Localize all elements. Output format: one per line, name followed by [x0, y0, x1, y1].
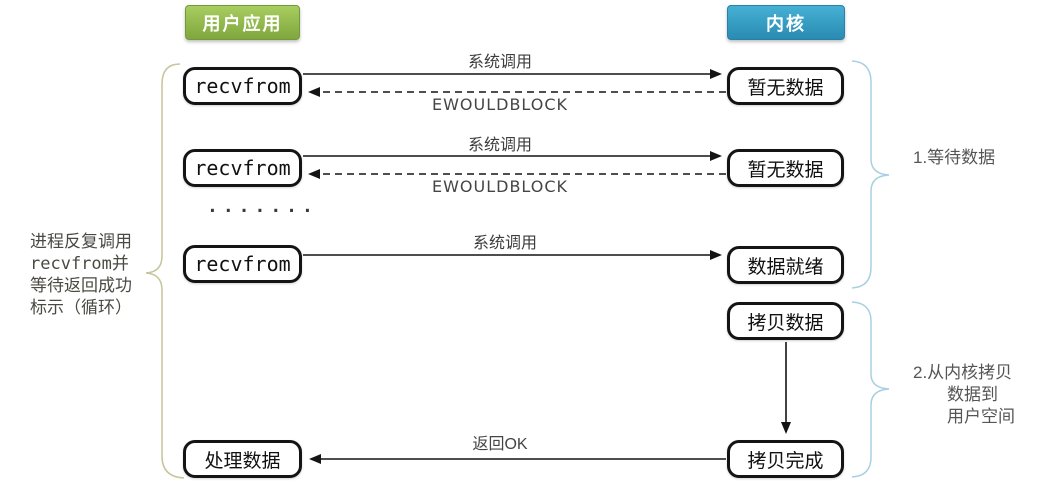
left-note: 进程反复调用 recvfrom并 等待返回成功 标示（循环） — [30, 231, 170, 319]
left-note-line3: 等待返回成功 — [30, 276, 132, 295]
node-recvfrom-1-label: recvfrom — [194, 74, 291, 98]
label-ewouldblock-2: EWOULDBLOCK — [431, 177, 569, 196]
node-recvfrom-1: recvfrom — [183, 67, 302, 105]
left-note-line1: 进程反复调用 — [30, 232, 132, 251]
node-no-data-1-label: 暂无数据 — [747, 77, 824, 99]
label-syscall-2: 系统调用 — [467, 137, 532, 154]
annotation-step2-line2: 数据到 — [947, 385, 998, 404]
node-no-data-2-label: 暂无数据 — [747, 159, 824, 181]
header-kernel-label: 内核 — [766, 13, 806, 34]
header-user-app: 用户应用 — [185, 5, 300, 40]
node-copy-data-label: 拷贝数据 — [747, 312, 824, 334]
node-process-data-label: 处理数据 — [204, 450, 281, 472]
label-syscall-1: 系统调用 — [467, 54, 532, 71]
node-data-ready: 数据就绪 — [727, 246, 844, 284]
label-return-ok: 返回OK — [472, 436, 528, 453]
left-note-line2-code: recvfrom — [30, 254, 112, 274]
left-note-line2: recvfrom并 — [30, 253, 170, 275]
right-brace-2 — [851, 301, 890, 478]
header-user-app-label: 用户应用 — [202, 13, 283, 34]
right-brace-1 — [851, 60, 890, 289]
node-no-data-2: 暂无数据 — [727, 149, 844, 187]
node-copy-done-label: 拷贝完成 — [747, 450, 824, 472]
node-copy-data: 拷贝数据 — [727, 302, 844, 340]
node-recvfrom-3-label: recvfrom — [194, 252, 291, 276]
left-note-line2-rest: 并 — [111, 254, 129, 273]
node-recvfrom-2-label: recvfrom — [194, 156, 291, 180]
label-ewouldblock-1: EWOULDBLOCK — [431, 95, 569, 114]
node-copy-done: 拷贝完成 — [727, 440, 844, 478]
ellipsis-dots: ....... — [207, 196, 318, 217]
annotation-step2-line3: 用户空间 — [947, 407, 1015, 426]
left-note-line4: 标示（循环） — [30, 298, 132, 317]
node-process-data: 处理数据 — [183, 440, 302, 478]
node-no-data-1: 暂无数据 — [727, 67, 844, 105]
node-data-ready-label: 数据就绪 — [747, 256, 824, 278]
header-kernel: 内核 — [727, 5, 845, 40]
label-syscall-3: 系统调用 — [472, 235, 537, 252]
node-recvfrom-2: recvfrom — [183, 149, 302, 187]
left-brace — [145, 63, 185, 479]
annotation-step2: 2.从内核拷贝 数据到 用户空间 — [913, 362, 1015, 428]
annotation-step1: 1.等待数据 — [913, 148, 996, 167]
node-recvfrom-3: recvfrom — [183, 245, 302, 283]
annotation-step2-line1: 2.从内核拷贝 — [913, 363, 1013, 382]
